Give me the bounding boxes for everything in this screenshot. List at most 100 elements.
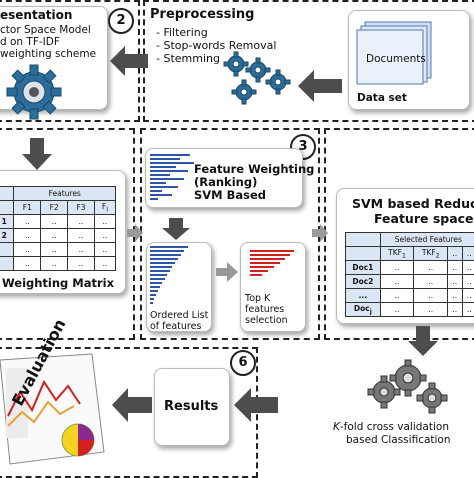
matrix-corner-cell (0, 186, 15, 201)
reduced-cell: .. (461, 302, 474, 317)
results-panel (154, 368, 230, 446)
ordered-list-label-1: Ordered List (150, 310, 209, 321)
top-k-panel (240, 242, 306, 332)
matrix-cell: .. (93, 214, 117, 229)
representation-line-1: ctor Space Model (0, 24, 91, 36)
reduced-cell: .. (461, 274, 474, 289)
preprocessing-step-filtering: - Filtering (156, 26, 208, 39)
top-k-bars-icon (250, 250, 294, 276)
reduced-col-tkf1: TKF1 (379, 246, 415, 261)
top-k-label-3: selection (245, 315, 288, 326)
reduced-cell: .. (379, 288, 415, 303)
step-number-3: 3 (290, 134, 316, 160)
matrix-cell: .. (13, 242, 42, 257)
representation-title: esentation (0, 8, 73, 22)
reduced-space-title-1: SVM based Reduce (352, 196, 474, 211)
matrix-corner-cell (0, 200, 15, 215)
matrix-col-fl: Fl (93, 200, 117, 215)
reduced-cell: .. (447, 260, 463, 275)
ordered-list-label-2: of features (150, 321, 202, 332)
matrix-cell: .. (13, 214, 42, 229)
preprocessing-step-stemming: - Stemming (156, 52, 220, 65)
step-number-6: 6 (230, 350, 256, 376)
reduced-selected-features-header: Selected Features (379, 232, 474, 247)
ranking-bars-icon (150, 154, 194, 200)
matrix-cell: .. (13, 228, 42, 243)
matrix-row-label: 1 (0, 214, 15, 229)
ordered-bars-icon (150, 246, 188, 304)
reduced-col-tkf2: TKF2 (413, 246, 449, 261)
top-k-label-2: features (245, 304, 285, 315)
reduced-cell: .. (461, 260, 474, 275)
matrix-col-f2: F2 (40, 200, 69, 215)
reduced-space-table: Selected Features TKF1 TKF2 .. .. Doc1 .… (345, 232, 474, 317)
arrow-down-icon (22, 138, 52, 170)
reduced-row-docj: Docj (345, 302, 381, 317)
documents-label: Documents (366, 53, 426, 65)
arrow-down-icon (162, 218, 190, 240)
gears-cluster-icon (223, 51, 291, 105)
reduced-col-ellipsis: .. (461, 246, 474, 261)
matrix-cell: .. (40, 256, 69, 271)
reduced-cell: .. (413, 260, 449, 275)
arrow-right-icon (216, 262, 238, 282)
reduced-row-ellipsis: ... (345, 288, 381, 303)
reduced-corner-cell (345, 246, 381, 261)
classification-line-2: based Classification (346, 434, 451, 446)
reduced-cell: .. (461, 288, 474, 303)
arrow-right-icon (312, 224, 328, 242)
reduced-row-doc1: Doc1 (345, 260, 381, 275)
reduced-cell: .. (413, 288, 449, 303)
arrow-down-icon (408, 326, 438, 356)
gear-icon (6, 64, 62, 120)
results-label: Results (164, 399, 219, 414)
arrow-left-icon (298, 70, 342, 102)
matrix-row-label: 2 (0, 228, 15, 243)
matrix-cell: .. (67, 228, 95, 243)
arrow-left-icon (112, 388, 152, 422)
matrix-col-f1: F1 (13, 200, 42, 215)
feature-weighting-line-3: SVM Based (194, 188, 267, 202)
reduced-cell: .. (379, 302, 415, 317)
weighting-matrix-table: Features F1 F2 F3 Fl 1 ........ 2 ......… (0, 186, 117, 271)
reduced-corner-cell (345, 232, 381, 247)
matrix-cell: .. (40, 214, 69, 229)
matrix-cell: .. (13, 256, 42, 271)
matrix-row-label (0, 256, 15, 271)
reduced-cell: .. (447, 274, 463, 289)
reduced-cell: .. (413, 302, 449, 317)
arrow-left-icon (110, 46, 148, 76)
arrow-right-icon (127, 224, 143, 242)
matrix-row-label (0, 242, 15, 257)
representation-line-2: d on TF-IDF (0, 36, 60, 48)
reduced-cell: .. (379, 260, 415, 275)
top-k-label-1: Top K (245, 293, 271, 304)
gears-classification-icon (367, 359, 448, 414)
matrix-cell: .. (67, 256, 95, 271)
arrow-left-icon (234, 388, 278, 422)
step-number-2: 2 (108, 8, 134, 34)
dataset-label: Data set (357, 92, 407, 104)
representation-line-3: weighting scheme (0, 48, 97, 60)
reduced-cell: .. (447, 288, 463, 303)
classification-line-1: K-fold cross validation (333, 421, 449, 433)
matrix-cell: .. (67, 242, 95, 257)
matrix-cell: .. (67, 214, 95, 229)
reduced-cell: .. (379, 274, 415, 289)
matrix-cell: .. (40, 228, 69, 243)
weighting-matrix-caption: Weighting Matrix (2, 276, 115, 290)
feature-weighting-line-1: Feature Weighting (194, 162, 315, 176)
evaluation-chart-icon (0, 353, 105, 465)
preprocessing-title: Preprocessing (150, 7, 255, 22)
matrix-cell: .. (93, 256, 117, 271)
feature-weighting-line-2: (Ranking) (194, 175, 258, 189)
preprocessing-step-stopwords: - Stop-words Removal (156, 39, 277, 52)
reduced-space-title-2: Feature space (374, 211, 474, 226)
matrix-col-f3: F3 (67, 200, 95, 215)
reduced-cell: .. (413, 274, 449, 289)
matrix-cell: .. (93, 242, 117, 257)
reduced-row-doc2: Doc2 (345, 274, 381, 289)
reduced-col-ellipsis: .. (447, 246, 463, 261)
documents-stack-icon (356, 21, 432, 85)
matrix-features-header: Features (13, 186, 116, 201)
